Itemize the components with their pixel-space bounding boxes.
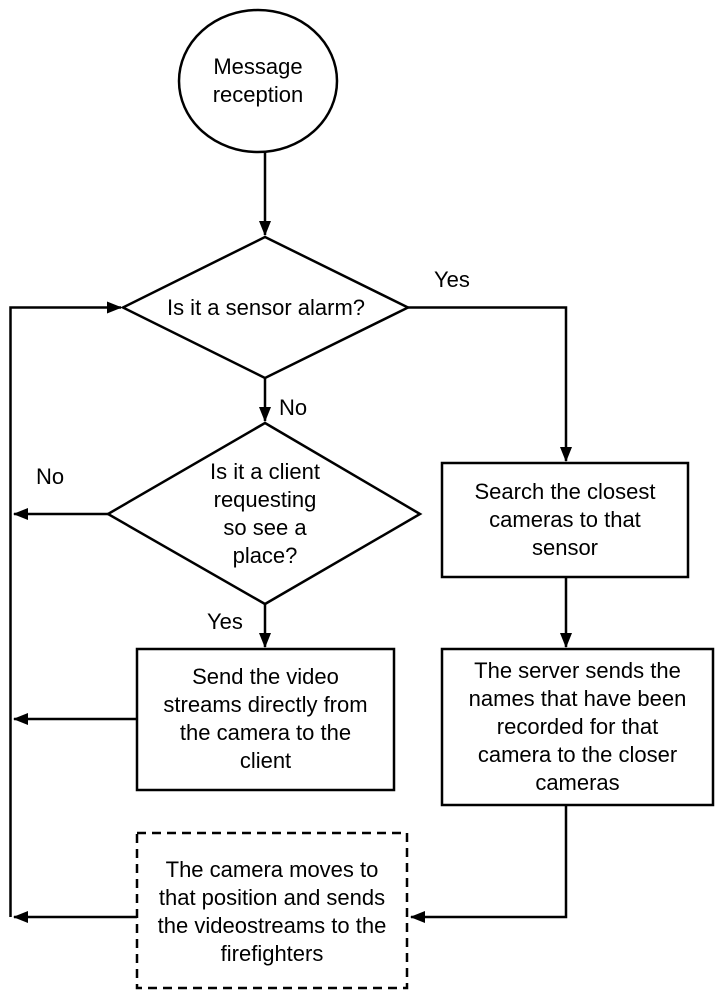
server-sends-box (440, 647, 715, 807)
sensor-alarm-label: Is it a sensor alarm? (166, 295, 366, 320)
edge-label-client-no: No (36, 464, 65, 489)
server-sends-label: The server sends the names that have bee… (468, 658, 687, 795)
edge-label-sensor-yes: Yes (434, 267, 470, 292)
arrow-server-to-camera-moves (410, 805, 568, 923)
client-request-label: Is it a client requesting so see a place… (209, 459, 321, 568)
edge-label-sensor-no: No (279, 395, 308, 420)
edge-label-client-yes: Yes (207, 609, 243, 634)
search-cameras-label: Search the closest cameras to that senso… (474, 479, 656, 560)
start-label: Message reception (212, 54, 304, 107)
arrow-sensor-yes-to-search (408, 306, 572, 462)
start-circle (177, 8, 339, 154)
camera-moves-dashed-box (135, 831, 409, 990)
feedback-rail-to-sensor (9, 301, 122, 917)
send-video-label: Send the video streams directly from the… (163, 664, 368, 773)
camera-moves-label: The camera moves to that position and se… (157, 857, 387, 966)
